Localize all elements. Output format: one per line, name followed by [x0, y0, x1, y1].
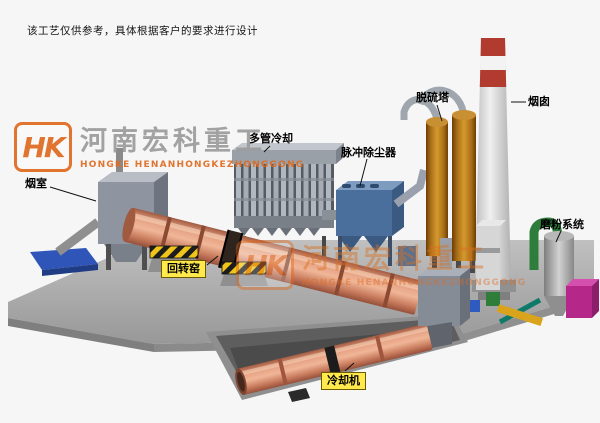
label-cooling-machine: 冷却机	[321, 372, 366, 391]
label-desulfurization-tower: 脱硫塔	[416, 91, 449, 104]
label-rotary-kiln: 回转窑	[161, 260, 206, 279]
blue-pad	[30, 248, 98, 270]
kiln-hood-graphic	[418, 238, 470, 348]
leader-lines	[49, 101, 562, 372]
label-pulse-dust-collector: 脉冲除尘器	[341, 146, 396, 159]
multi-tube-cooler-graphic	[232, 143, 344, 262]
rotary-kiln-graphic	[122, 207, 423, 315]
cooling-machine-graphic	[235, 323, 433, 402]
label-multi-tube-cooler: 多管冷却	[249, 132, 293, 145]
label-chimney: 烟囱	[528, 95, 550, 108]
disclaimer-note: 该工艺仅供参考，具体根据客户的要求进行设计	[27, 25, 258, 37]
grinding-system-graphic	[470, 217, 599, 327]
label-grinding-system: 磨粉系统	[540, 218, 584, 231]
label-smoke-chamber: 烟室	[25, 177, 47, 190]
pulse-dust-collector-graphic	[322, 169, 428, 266]
